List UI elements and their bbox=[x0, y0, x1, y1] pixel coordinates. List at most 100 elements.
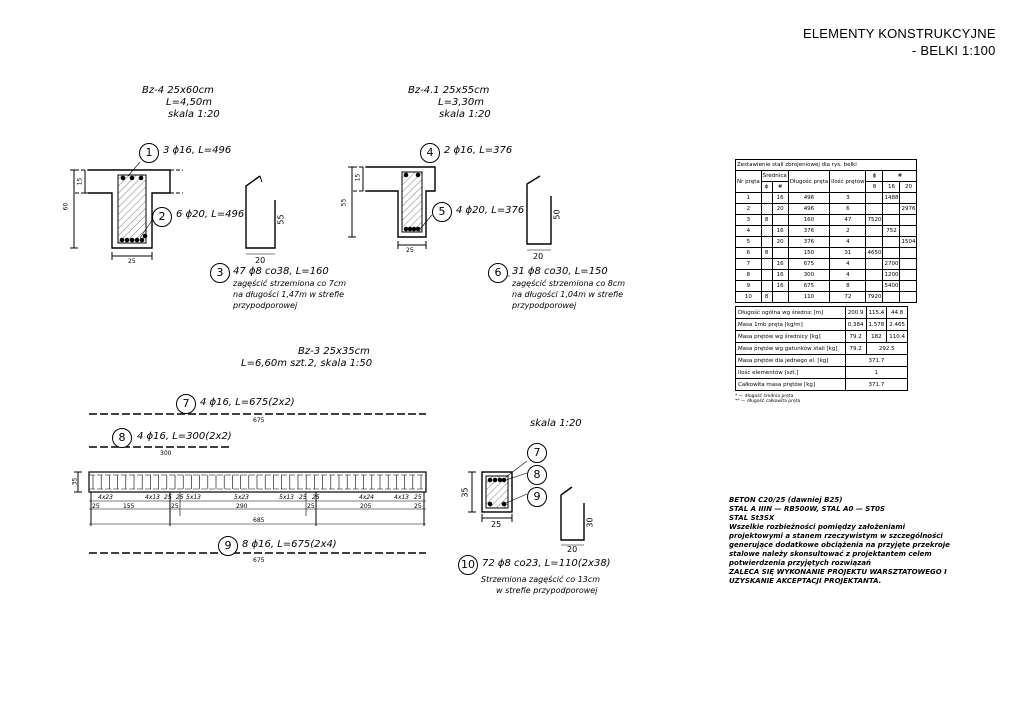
support-label: 25 bbox=[414, 503, 422, 510]
summary-value: 182 bbox=[865, 330, 888, 343]
schedule-cell: 675 bbox=[787, 280, 831, 292]
schedule-cell: 5 bbox=[735, 236, 762, 248]
bar9-section-marker: 9 bbox=[527, 487, 547, 507]
schedule-cell: 10 bbox=[735, 291, 762, 303]
schedule-cell bbox=[760, 203, 773, 215]
note-line: STAL A IIIN — RB500W, STAL A0 — ST0S bbox=[729, 505, 886, 513]
footnote-2: ** — długość całkowita pręta bbox=[735, 399, 801, 404]
bz3-stirrup-shape bbox=[560, 486, 585, 541]
schedule-cell bbox=[882, 203, 901, 215]
support-label: 25 bbox=[92, 503, 100, 510]
bz41-note-3: przypodporowej bbox=[512, 301, 577, 310]
schedule-cell bbox=[760, 269, 773, 281]
schedule-cell bbox=[899, 280, 918, 292]
schedule-cell bbox=[865, 192, 884, 204]
schedule-cell: 4 bbox=[735, 225, 762, 237]
bz4-stirrup-shape bbox=[245, 175, 276, 249]
schedule-cell bbox=[760, 280, 773, 292]
spacing-label: 4x24 bbox=[359, 494, 375, 501]
summary-value: 115.4 bbox=[865, 306, 888, 319]
bz3-elevation bbox=[74, 471, 427, 526]
bar5-label: 4 ϕ20, L=376 bbox=[456, 205, 525, 216]
note-line: generujące dodatkowe obciążenia na przyj… bbox=[729, 541, 950, 549]
spacing-label: 5x13 bbox=[279, 494, 295, 501]
schedule-cell: 8 bbox=[829, 280, 867, 292]
schedule-cell: 4 bbox=[829, 236, 867, 248]
bar6-marker: 6 bbox=[488, 263, 508, 283]
schedule-cell: 72 bbox=[829, 291, 867, 303]
schedule-cell: 675 bbox=[787, 258, 831, 270]
support-label: 25 bbox=[307, 503, 315, 510]
bz3-note-1: Strzemiona zagęścić co 13cm bbox=[481, 575, 601, 584]
bar8-length: 300 bbox=[160, 450, 172, 457]
bz3-length: L=6,60m szt.2, skala 1:50 bbox=[241, 358, 373, 369]
bz3-section-scale: skala 1:20 bbox=[530, 418, 582, 429]
bz41-note-2: na długości 1,04m w strefie bbox=[512, 290, 624, 299]
schedule-cell: 2700 bbox=[882, 258, 901, 270]
note-line: STAL St3SX bbox=[729, 514, 775, 522]
bar8-marker: 8 bbox=[112, 428, 132, 448]
schedule-cell bbox=[899, 192, 918, 204]
spacing-label: 5x23 bbox=[234, 494, 250, 501]
support-label: 25 bbox=[171, 503, 179, 510]
bz4-note-2: na długości 1,47m w strefie bbox=[233, 290, 345, 299]
schedule-cell: 2976 bbox=[899, 203, 918, 215]
spacing-label: 4x23 bbox=[98, 494, 114, 501]
schedule-cell: 8 bbox=[760, 214, 773, 226]
schedule-cell bbox=[899, 247, 918, 259]
bar8-section-marker: 8 bbox=[527, 465, 547, 485]
col-length: Długość pręta bbox=[787, 170, 831, 193]
schedule-cell bbox=[760, 225, 773, 237]
schedule-cell bbox=[899, 291, 918, 303]
bz4-scale: skala 1:20 bbox=[168, 109, 220, 120]
bz4-stirrup-height: 55 bbox=[276, 214, 286, 225]
schedule-cell bbox=[865, 269, 884, 281]
bar9-length: 675 bbox=[253, 557, 265, 564]
schedule-cell bbox=[882, 291, 901, 303]
schedule-cell bbox=[865, 203, 884, 215]
span-label: 290 bbox=[236, 503, 248, 510]
general-notes: BETON C20/25 (dawniej B25) STAL A IIIN —… bbox=[729, 496, 950, 586]
schedule-cell bbox=[771, 247, 789, 259]
schedule-cell: 4 bbox=[829, 258, 867, 270]
schedule-cell bbox=[899, 258, 918, 270]
schedule-cell: 7520 bbox=[865, 214, 884, 226]
summary-label: Masa prętów wg gatunków stali [kg] bbox=[735, 342, 846, 355]
schedule-cell: 16 bbox=[771, 258, 789, 270]
schedule-cell bbox=[760, 258, 773, 270]
schedule-cell: 4 bbox=[829, 269, 867, 281]
bar9-marker: 9 bbox=[218, 536, 238, 556]
summary-label: Masa prętów dla jednego el. [kg] bbox=[735, 354, 846, 367]
schedule-cell: 16 bbox=[771, 269, 789, 281]
schedule-cell bbox=[882, 236, 901, 248]
spacing-label: 4x13 bbox=[145, 494, 161, 501]
schedule-cell: 20 bbox=[771, 203, 789, 215]
summary-value: 2.465 bbox=[886, 318, 908, 331]
schedule-cell: 3 bbox=[735, 214, 762, 226]
spacing-label: 4x13 bbox=[394, 494, 410, 501]
summary-row: Masa prętów dla jednego el. [kg]371.7 bbox=[735, 354, 909, 367]
note-line: ZALECA SIĘ WYKONANIE PROJEKTU WARSZTATOW… bbox=[729, 568, 947, 576]
note-line: potwierdzenia przyjętych rozwiązań bbox=[729, 559, 872, 567]
note-line: BETON C20/25 (dawniej B25) bbox=[729, 496, 843, 504]
schedule-cell bbox=[771, 214, 789, 226]
bar10-label: 72 ϕ8 co23, L=110(2x38) bbox=[482, 558, 611, 569]
schedule-cell: 9 bbox=[735, 280, 762, 292]
bz41-note-1: zagęścić strzemiona co 8cm bbox=[512, 279, 626, 288]
schedule-cell: 16 bbox=[771, 192, 789, 204]
bar6-label: 31 ϕ8 co30, L=150 bbox=[512, 266, 608, 277]
total-length: 685 bbox=[253, 517, 265, 524]
schedule-cell bbox=[865, 225, 884, 237]
bar7-label: 4 ϕ16, L=675(2x2) bbox=[200, 397, 295, 408]
summary-value: 79.2 bbox=[844, 342, 867, 355]
summary-label: Całkowita masa prętów [kg] bbox=[735, 378, 846, 391]
